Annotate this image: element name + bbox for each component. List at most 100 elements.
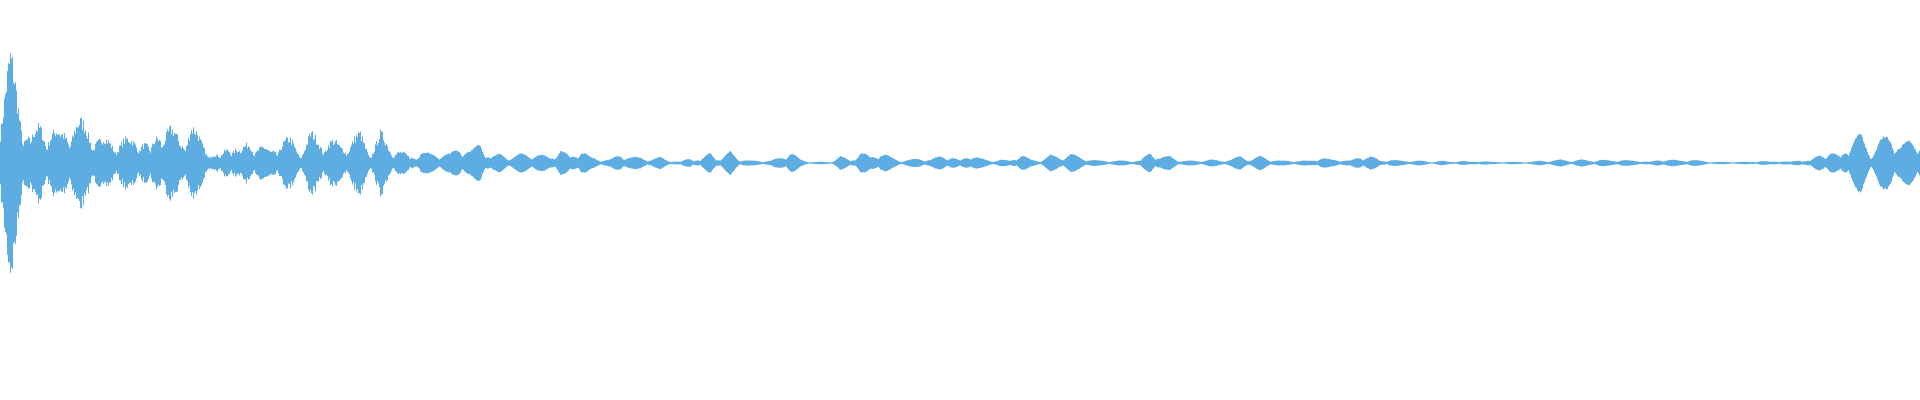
- waveform-bar: [1831, 153, 1832, 173]
- waveform-bar: [1587, 160, 1588, 166]
- waveform-bar: [1272, 161, 1273, 165]
- waveform-bar: [314, 139, 315, 187]
- waveform-bar: [920, 159, 921, 167]
- waveform-bar: [819, 161, 820, 165]
- waveform-bar: [1901, 147, 1902, 179]
- waveform-bar: [1031, 159, 1032, 167]
- waveform-bar: [1040, 162, 1041, 164]
- waveform-bar: [468, 151, 469, 175]
- waveform-bar: [1399, 160, 1400, 166]
- waveform-bar: [1171, 157, 1172, 169]
- waveform-bar: [1850, 150, 1851, 176]
- waveform-bar: [1290, 161, 1291, 165]
- waveform-bar: [260, 146, 261, 180]
- waveform-bar: [603, 161, 604, 165]
- waveform-bar: [959, 160, 960, 166]
- waveform-bar: [1695, 160, 1696, 166]
- waveform-bar: [1608, 160, 1609, 166]
- waveform-bar: [1677, 160, 1678, 166]
- waveform-bar: [965, 158, 966, 168]
- waveform-bar: [1504, 162, 1505, 164]
- waveform-bar: [1860, 133, 1861, 193]
- waveform-bar: [670, 162, 671, 164]
- waveform-bar: [1773, 161, 1774, 165]
- waveform-bar: [568, 155, 569, 171]
- waveform-bar: [1347, 160, 1348, 166]
- waveform-bar: [1528, 162, 1529, 164]
- waveform-bar: [1748, 161, 1749, 165]
- waveform-bar: [1336, 160, 1337, 166]
- waveform-bar: [31, 141, 32, 185]
- waveform-bar: [1386, 161, 1387, 165]
- waveform-bar: [116, 155, 117, 171]
- waveform-bar: [1154, 158, 1155, 168]
- waveform-bar: [1518, 161, 1519, 165]
- waveform-bar: [801, 159, 802, 167]
- waveform-bar: [386, 144, 387, 182]
- waveform-bar: [958, 159, 959, 167]
- waveform-bar: [372, 153, 373, 173]
- waveform-bar: [311, 132, 312, 194]
- waveform-bar: [200, 139, 201, 187]
- waveform-bar: [1647, 161, 1648, 165]
- waveform-bar: [561, 150, 562, 176]
- waveform-bar: [1588, 160, 1589, 166]
- waveform-bar: [723, 157, 724, 169]
- waveform-bar: [262, 147, 263, 179]
- waveform-bar: [1043, 160, 1044, 166]
- waveform-bar: [1848, 155, 1849, 171]
- waveform-bar: [1604, 160, 1605, 166]
- waveform-bar: [1177, 161, 1178, 165]
- waveform-bar: [1623, 160, 1624, 166]
- waveform-bar: [267, 149, 268, 177]
- waveform-bar: [1274, 160, 1275, 166]
- waveform-bar: [1552, 161, 1553, 165]
- waveform-bar: [1028, 158, 1029, 168]
- waveform-bar: [640, 157, 641, 169]
- waveform-bar: [614, 156, 615, 170]
- waveform-bar: [1025, 156, 1026, 170]
- waveform-bar: [145, 143, 146, 183]
- waveform-bar: [1445, 161, 1446, 165]
- waveform-bar: [326, 151, 327, 175]
- waveform-bar: [88, 132, 89, 194]
- waveform-bar: [426, 152, 427, 174]
- waveform-bar: [1089, 160, 1090, 166]
- waveform-bar: [403, 151, 404, 175]
- waveform-bar: [318, 144, 319, 182]
- waveform-bar: [1241, 157, 1242, 169]
- waveform-bar: [1536, 161, 1537, 165]
- waveform-bar: [379, 138, 380, 188]
- waveform-bar: [1000, 159, 1001, 167]
- waveform-bar: [1010, 160, 1011, 166]
- waveform-bar: [238, 152, 239, 174]
- waveform-bar: [1143, 157, 1144, 169]
- waveform-bar: [1451, 162, 1452, 164]
- waveform-bar: [830, 162, 831, 164]
- waveform-bar: [1459, 161, 1460, 165]
- waveform-bar: [155, 141, 156, 185]
- waveform-bar: [560, 151, 561, 175]
- waveform-bar: [1156, 159, 1157, 167]
- waveform-bar: [405, 152, 406, 174]
- waveform-bar: [175, 134, 176, 192]
- waveform-bar: [1279, 160, 1280, 166]
- waveform-bar: [1816, 156, 1817, 170]
- waveform-bar: [672, 161, 673, 165]
- waveform-bar: [1273, 161, 1274, 165]
- waveform-bar: [369, 156, 370, 170]
- waveform-bar: [261, 146, 262, 180]
- waveform-bar: [1643, 161, 1644, 165]
- waveform-bar: [120, 145, 121, 181]
- waveform-bar: [966, 158, 967, 168]
- waveform-bar: [1781, 161, 1782, 165]
- waveform-bar: [659, 157, 660, 169]
- waveform-bar: [488, 157, 489, 169]
- waveform-bar: [534, 157, 535, 169]
- waveform-bar: [574, 156, 575, 170]
- waveform-bar: [557, 156, 558, 170]
- waveform-bar: [137, 152, 138, 174]
- waveform-bar: [240, 153, 241, 173]
- waveform-bar: [1301, 160, 1302, 166]
- waveform-bar: [1699, 160, 1700, 166]
